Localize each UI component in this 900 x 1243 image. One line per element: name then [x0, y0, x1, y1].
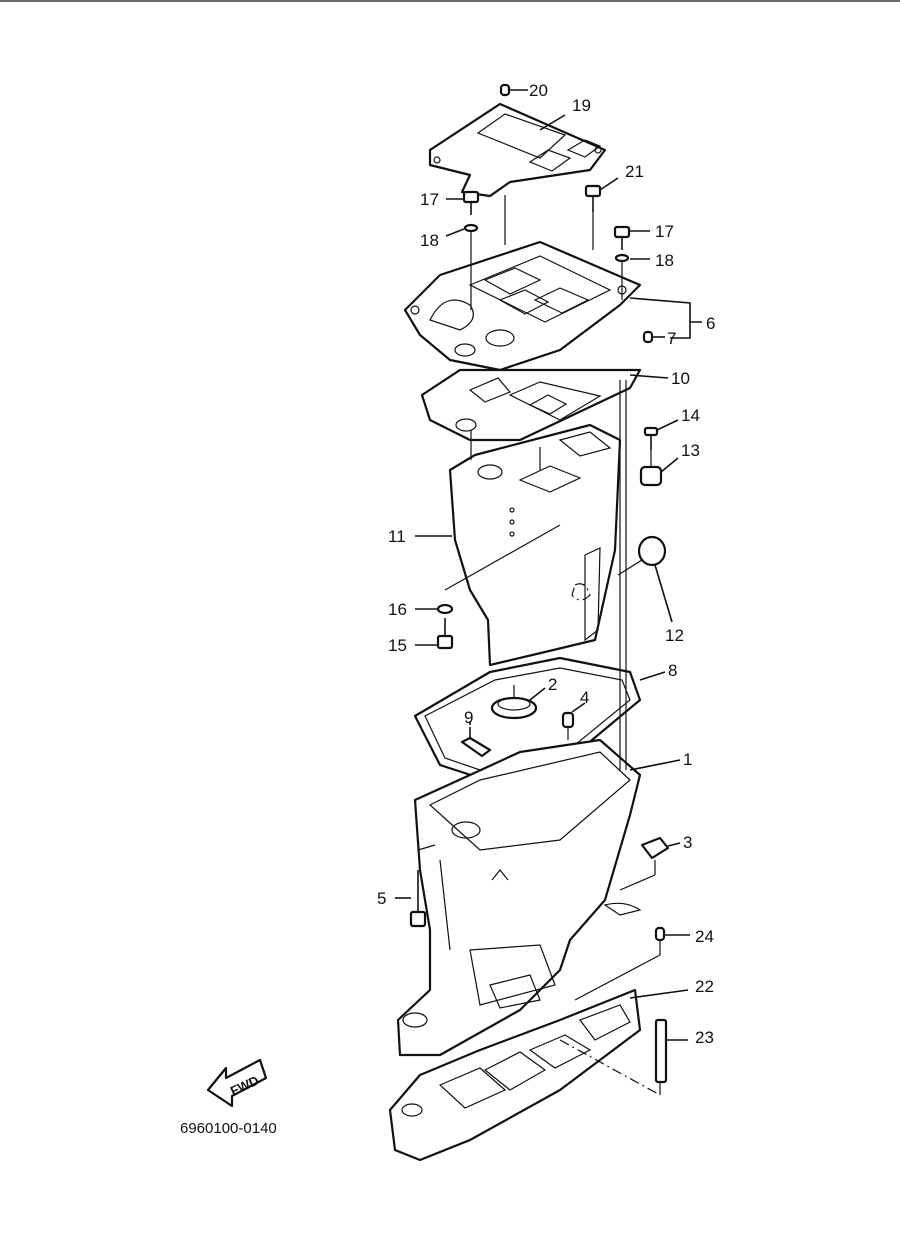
- part-18-washer-right: [614, 253, 650, 263]
- callout-17-left: 17: [420, 190, 439, 209]
- part-15-bolt: [415, 618, 454, 650]
- callout-3: 3: [683, 833, 692, 852]
- part-12-plug: [637, 535, 673, 623]
- callout-21: 21: [625, 162, 644, 181]
- part-14-screw: [643, 419, 679, 450]
- part-23-stud: [654, 1018, 688, 1084]
- fwd-arrow-icon: FWD: [206, 1058, 268, 1108]
- part-10-gasket: [420, 368, 642, 442]
- callout-16: 16: [388, 600, 407, 619]
- callout-13: 13: [681, 441, 700, 460]
- part-6-upper-bracket: [403, 240, 642, 372]
- part-11-exhaust-guide: [448, 423, 622, 667]
- callout-6: 6: [706, 314, 715, 333]
- callout-2: 2: [548, 675, 557, 694]
- part-16-washer: [415, 603, 454, 615]
- part-17-bolt-right: [613, 225, 650, 250]
- part-20-pin: [499, 83, 528, 97]
- callout-numbers: 20 19 21 17 18 17 18 6 7 10 14 13 11 16 …: [377, 81, 715, 1047]
- part-5-bolt: [395, 870, 427, 928]
- part-1-upper-casing: [396, 738, 642, 1057]
- callout-12: 12: [665, 626, 684, 645]
- callout-7: 7: [667, 329, 676, 348]
- callout-5: 5: [377, 889, 386, 908]
- part-6-leader: [629, 297, 702, 339]
- callout-17-right: 17: [655, 222, 674, 241]
- part-22-lower-plate: [388, 988, 689, 1162]
- callout-15: 15: [388, 636, 407, 655]
- part-17-bolt-left: [446, 190, 480, 215]
- callout-23: 23: [695, 1028, 714, 1047]
- callout-14: 14: [681, 406, 700, 425]
- leader-lines: [415, 114, 681, 771]
- part-21-bolt: [584, 177, 619, 212]
- diagram-code: 6960100-0140: [180, 1120, 277, 1137]
- callout-22: 22: [695, 977, 714, 996]
- callout-9: 9: [464, 708, 473, 727]
- callout-8: 8: [668, 661, 677, 680]
- part-9-clip: [460, 727, 492, 758]
- callout-1: 1: [683, 750, 692, 769]
- callout-10: 10: [671, 369, 690, 388]
- callout-18-left: 18: [420, 231, 439, 250]
- callout-19: 19: [572, 96, 591, 115]
- callout-18-right: 18: [655, 251, 674, 270]
- part-24-pin: [654, 926, 690, 942]
- callout-4: 4: [580, 688, 589, 707]
- part-13-grommet: [639, 457, 679, 487]
- assembly-lines: [417, 195, 661, 1096]
- callout-11: 11: [388, 527, 406, 546]
- part-3-cover: [640, 836, 681, 860]
- callout-20: 20: [529, 81, 548, 100]
- part-7-dowel: [642, 330, 665, 344]
- part-19-gasket: [428, 102, 607, 198]
- part-18-washer-left: [445, 223, 479, 237]
- callout-24: 24: [695, 927, 714, 946]
